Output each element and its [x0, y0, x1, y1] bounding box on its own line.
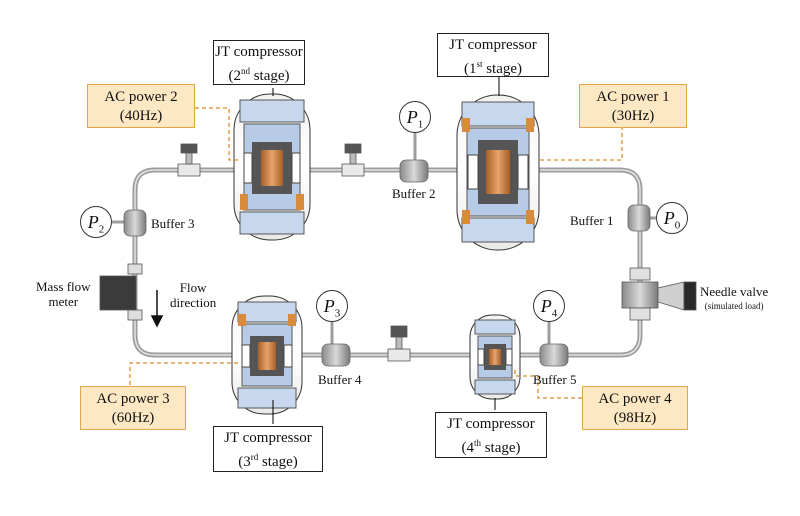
- pipe-loop: [132, 167, 643, 358]
- compressor-4-label: JT compressor (4th stage): [435, 412, 547, 458]
- buffer-3-label: Buffer 3: [151, 216, 195, 231]
- buffer-5-label: Buffer 5: [533, 372, 577, 387]
- compressor-1-label: JT compressor (1st stage): [437, 33, 549, 77]
- buffer-2-tank: [399, 159, 429, 183]
- compressor-1-graphic: [456, 94, 540, 251]
- mass-flow-meter: [99, 263, 143, 321]
- leader-lines: [272, 76, 500, 424]
- pipe-loop-highlight: [134, 169, 641, 356]
- gauge-p2: P2: [80, 206, 112, 238]
- gauge-p4: P4: [533, 290, 565, 322]
- ac-power-2-box: AC power 2 (40Hz): [87, 84, 195, 128]
- gauge-p1: P1: [399, 101, 431, 133]
- compressor-2-label: JT compressor (2nd stage): [213, 40, 305, 85]
- valve-top-mid: [341, 143, 365, 177]
- mass-flow-meter-label: Mass flow meter: [36, 279, 91, 309]
- compressor-4-graphic: [469, 314, 521, 400]
- buffer-2-label: Buffer 2: [392, 186, 436, 201]
- buffer-tanks: [123, 159, 651, 367]
- flow-arrow: [150, 290, 164, 328]
- compressor-3-graphic: [231, 295, 303, 415]
- ac-power-4-box: AC power 4 (98Hz): [582, 386, 688, 430]
- buffer-1-tank: [627, 204, 651, 232]
- buffer-3-tank: [123, 209, 147, 237]
- buffer-1-label: Buffer 1: [570, 213, 614, 228]
- valve-bottom-mid: [387, 325, 411, 362]
- valves: [177, 143, 697, 362]
- ac-dashed-lines: [129, 107, 632, 399]
- buffer-4-label: Buffer 4: [318, 372, 362, 387]
- flow-direction-label: Flow direction: [170, 280, 217, 310]
- compressor-3-label: JT compressor (3rd stage): [213, 426, 323, 472]
- gauge-p3: P3: [316, 290, 348, 322]
- needle-valve-label: Needle valve (simulated load): [700, 284, 769, 311]
- compressor-2-graphic: [233, 93, 311, 241]
- needle-valve: [621, 267, 697, 321]
- buffer-4-tank: [321, 343, 351, 367]
- ac-power-3-box: AC power 3 (60Hz): [80, 386, 186, 430]
- ac-power-1-box: AC power 1 (30Hz): [579, 84, 687, 128]
- valve-top-left: [177, 143, 201, 177]
- gauge-p0: P0: [656, 202, 688, 234]
- buffer-5-tank: [539, 343, 569, 367]
